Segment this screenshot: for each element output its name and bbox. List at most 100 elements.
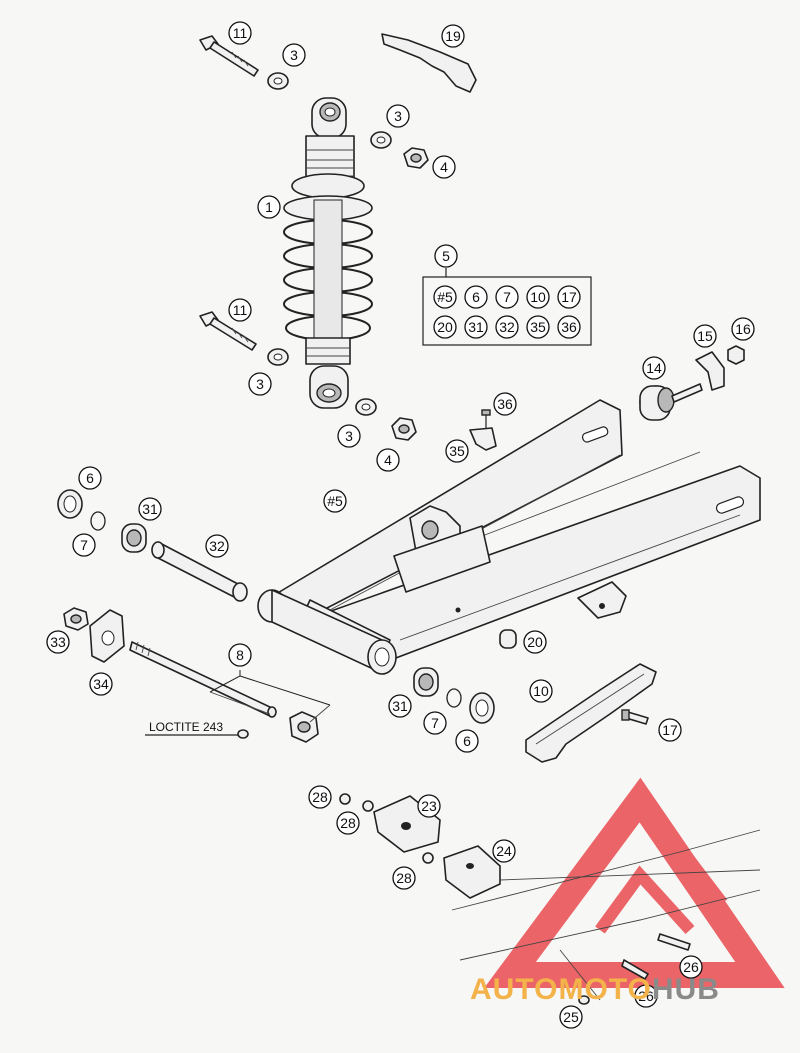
seal-6-a [57, 489, 83, 519]
callout-c-6-b: 6 [455, 729, 479, 753]
clip-35 [469, 427, 497, 451]
svg-text:32: 32 [209, 538, 225, 554]
bolt-11-mid [199, 311, 257, 351]
callout-c-14: 14 [642, 356, 666, 380]
chain-guard-10 [525, 663, 657, 763]
callout-c-17: 17 [658, 718, 682, 742]
washer-3-d [355, 398, 377, 416]
svg-text:16: 16 [735, 321, 751, 337]
svg-text:36: 36 [561, 319, 577, 335]
svg-text:32: 32 [499, 319, 515, 335]
callout-c-20: 20 [523, 630, 547, 654]
kit-item: 35 [526, 315, 550, 339]
svg-text:33: 33 [50, 634, 66, 650]
nut-16 [727, 345, 745, 365]
callout-c-3-a: 3 [282, 43, 306, 67]
callout-c-1: 1 [257, 195, 281, 219]
sleeve-32 [151, 541, 248, 602]
svg-text:36: 36 [497, 396, 513, 412]
callout-c-7-a: 7 [72, 533, 96, 557]
kit-item: #5 [433, 285, 457, 309]
bolt-26-a [657, 933, 691, 951]
callout-c-15: 15 [693, 324, 717, 348]
callout-8-bracket [209, 670, 331, 706]
svg-text:28: 28 [340, 815, 356, 831]
svg-text:20: 20 [437, 319, 453, 335]
callout-c-33: 33 [46, 630, 70, 654]
svg-text:6: 6 [86, 470, 94, 486]
callout-c-24: 24 [492, 839, 516, 863]
callout-c-11-mid: 11 [228, 298, 252, 322]
svg-text:17: 17 [662, 722, 678, 738]
callout-c-28-b: 28 [336, 811, 360, 835]
callout-c-35: 35 [445, 439, 469, 463]
svg-text:8: 8 [236, 647, 244, 663]
svg-text:35: 35 [449, 443, 465, 459]
loctite-marker [145, 729, 249, 739]
callout-c-3-b: 3 [386, 104, 410, 128]
svg-text:35: 35 [530, 319, 546, 335]
bushing-20 [499, 629, 517, 649]
svg-text:31: 31 [468, 319, 484, 335]
svg-text:3: 3 [290, 47, 298, 63]
callout-c-8: 8 [228, 643, 252, 667]
nut-4-b [391, 417, 417, 441]
svg-text:4: 4 [384, 452, 392, 468]
circlip-7-b [446, 688, 462, 708]
plate-34 [89, 609, 125, 663]
callout-c-16: 16 [731, 317, 755, 341]
plate-15 [695, 351, 725, 391]
svg-text:28: 28 [396, 870, 412, 886]
kit-item: 6 [464, 285, 488, 309]
nut-28-a [339, 793, 351, 805]
bolt-26-b [621, 959, 649, 980]
nut-28-c [422, 852, 434, 864]
nut-28-b [362, 800, 374, 812]
kit-item: 7 [495, 285, 519, 309]
svg-text:23: 23 [421, 798, 437, 814]
svg-text:3: 3 [256, 376, 264, 392]
svg-text:10: 10 [533, 683, 549, 699]
callout-c-36: 36 [493, 392, 517, 416]
loctite-label: LOCTITE 243 [149, 720, 223, 734]
svg-text:1: 1 [265, 199, 273, 215]
svg-text:26: 26 [683, 959, 699, 975]
svg-text:31: 31 [142, 501, 158, 517]
watermark-text-b: HUB [652, 973, 720, 1006]
shock-absorber [283, 97, 373, 409]
svg-text:4: 4 [440, 159, 448, 175]
seal-6-b [469, 692, 495, 724]
frame-outline [451, 829, 761, 1001]
svg-text:7: 7 [431, 715, 439, 731]
bearing-31-b [413, 667, 439, 697]
bearing-31-a [121, 523, 147, 553]
callout-c-28-a: 28 [308, 785, 332, 809]
adjuster-14 [639, 383, 703, 421]
screw-17 [621, 709, 649, 725]
callout-c-26-b: 26 [634, 984, 658, 1008]
watermark-text: AUTOMOTOHUB [470, 973, 720, 1006]
nut-8 [289, 711, 319, 743]
callout-c-31-b: 31 [388, 694, 412, 718]
svg-text:7: 7 [503, 289, 511, 305]
kit-box [422, 268, 592, 346]
callout-c-34: 34 [89, 672, 113, 696]
callout-c-4-a: 4 [432, 155, 456, 179]
callout-c-26-a: 26 [679, 955, 703, 979]
svg-text:5: 5 [442, 248, 450, 264]
bracket-19 [381, 33, 477, 93]
svg-text:11: 11 [233, 25, 248, 41]
callout-c-31-a: 31 [138, 497, 162, 521]
callout-c-19: 19 [441, 24, 465, 48]
svg-text:17: 17 [561, 289, 577, 305]
watermark-text-a: AUTOMOTO [470, 973, 652, 1006]
nut-25 [578, 995, 590, 1005]
callout-c-28-c: 28 [392, 866, 416, 890]
svg-text:14: 14 [646, 360, 662, 376]
callout-c-4-b: 4 [376, 448, 400, 472]
callout-c-hash5: #5 [323, 489, 347, 513]
nut-33 [63, 607, 89, 631]
